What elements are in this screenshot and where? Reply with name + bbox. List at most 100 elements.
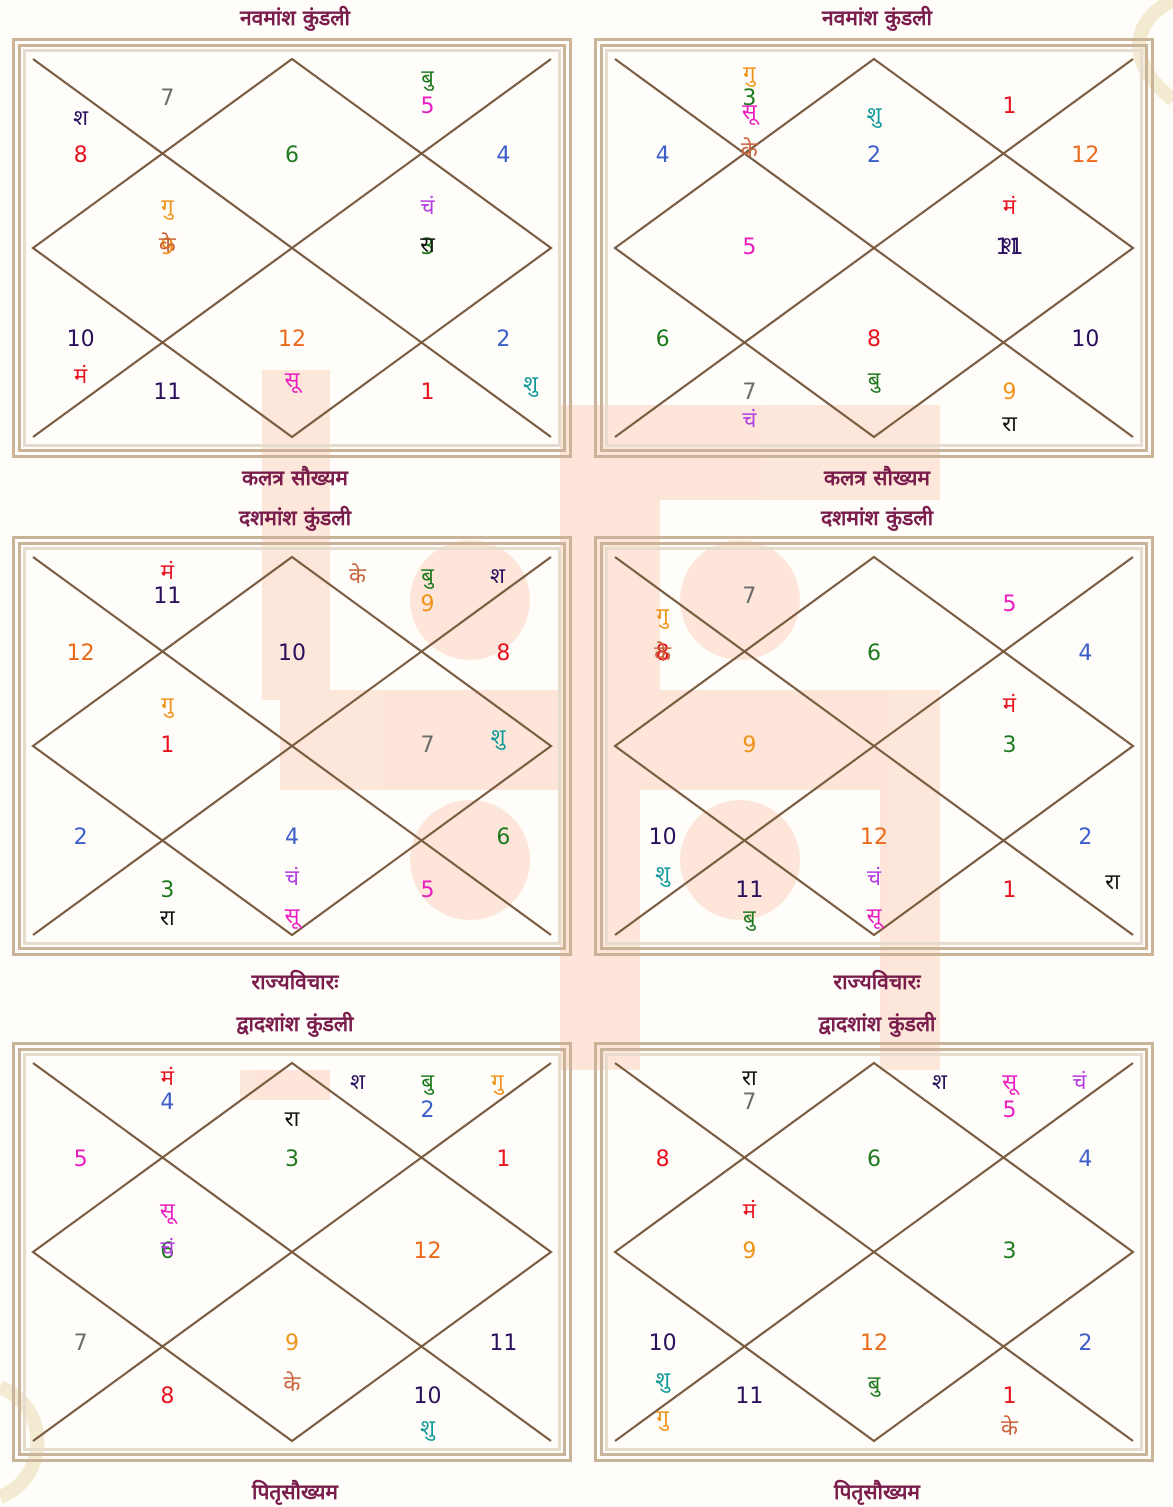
house-number: 9 [742, 733, 757, 758]
house-number: 4 [1078, 1146, 1093, 1172]
planet-label: चं [420, 194, 435, 220]
planet-label: चं [742, 407, 757, 433]
house-number: 12 [860, 1331, 888, 1357]
planet-label: सू [741, 100, 757, 126]
house-number: 2 [1078, 1331, 1093, 1357]
house-number: 4 [655, 142, 670, 168]
planet-label: शु [655, 861, 671, 887]
chart-lines [31, 555, 553, 937]
planet-label: के [158, 232, 176, 258]
house-number: 11 [153, 584, 182, 610]
house-number: 7 [73, 1331, 88, 1357]
house-number: 12 [413, 1239, 442, 1264]
planet-label: के [740, 138, 758, 164]
planet-label: श [350, 1070, 365, 1096]
planet-label: चं [1072, 1070, 1087, 1096]
planet-label: श [490, 564, 505, 590]
footer-left-r1: कलत्र सौख्यम [242, 466, 348, 490]
planet-label: रा [741, 1066, 757, 1092]
center-diamond [613, 57, 1135, 439]
house-number: 12 [860, 825, 888, 851]
center-diamond [31, 1061, 553, 1443]
chart-lines [613, 555, 1135, 937]
title-left-r2: दशमांश कुंडली [238, 506, 352, 530]
planet-label: के [349, 564, 366, 590]
planet-label: सू [284, 367, 300, 393]
planet-label: शु [522, 371, 538, 397]
diagonal-anti [614, 556, 1134, 936]
title-right-r3: द्वादशांश कुंडली [818, 1012, 936, 1036]
house-number: 9 [420, 592, 435, 618]
house-number: 11 [735, 877, 764, 903]
planet-label: चं [867, 865, 881, 891]
planet-label: श [932, 1070, 947, 1096]
house-number: 10 [413, 1383, 442, 1409]
planet-label: के [283, 1371, 301, 1397]
planet-label: चं [285, 865, 299, 891]
footer-left-r3: पितृसौख्यम [252, 1480, 338, 1504]
planet-label: शु [866, 102, 882, 128]
house-number: 7 [420, 733, 435, 758]
house-number: 4 [285, 825, 299, 851]
center-diamond [31, 555, 553, 937]
planet-label: के [1001, 1415, 1018, 1441]
diagonal-anti [32, 556, 552, 936]
house-number: 8 [655, 1146, 670, 1172]
title-left-r1: नवमांश कुंडली [240, 6, 350, 30]
planet-label: सू [866, 903, 882, 929]
house-number: 11 [735, 1383, 764, 1409]
planet-label: मं [160, 1066, 174, 1092]
chart-lines [31, 1061, 553, 1443]
planet-label: रा [420, 232, 435, 258]
house-number: 2 [496, 327, 511, 353]
planet-label: बु [421, 564, 434, 590]
center-diamond [613, 555, 1135, 937]
planet-label: मं [74, 363, 88, 389]
house-number: 1 [420, 379, 435, 405]
house-number: 11 [153, 379, 182, 405]
house-number: 2 [73, 825, 88, 851]
house-number: 6 [867, 640, 881, 666]
house-number: 1 [496, 1146, 511, 1172]
house-number: 10 [278, 640, 306, 666]
house-number: 1 [1002, 877, 1017, 903]
house-number: 9 [742, 1239, 757, 1264]
house-number: 7 [160, 86, 175, 112]
house-number: 12 [66, 640, 95, 666]
house-number: 10 [648, 825, 677, 851]
house-number: 10 [66, 327, 95, 353]
chart-lines [613, 57, 1135, 439]
planet-label: मं [1002, 692, 1017, 718]
diagonal-anti [32, 58, 552, 438]
house-number: 3 [285, 1146, 299, 1172]
house-number: 12 [278, 327, 306, 353]
title-left-r3: द्वादशांश कुंडली [236, 1012, 354, 1036]
planet-label: बु [867, 367, 881, 393]
house-number: 9 [285, 1331, 299, 1357]
planet-label: श [73, 106, 89, 132]
house-number: 11 [995, 235, 1024, 260]
planet-label: गु [161, 194, 174, 220]
planet-label: रा [1105, 869, 1120, 895]
planet-label: शु [490, 724, 506, 750]
center-diamond [31, 57, 553, 439]
house-number: 8 [867, 327, 881, 353]
house-number: 5 [420, 94, 435, 120]
house-number: 2 [420, 1098, 435, 1124]
planet-label: बु [421, 66, 434, 92]
footer-right-r1: कलत्र सौख्यम [824, 466, 930, 490]
diagonal-anti [32, 1062, 552, 1442]
house-number: 4 [1078, 640, 1093, 666]
house-number: 6 [655, 327, 670, 353]
house-number: 8 [496, 640, 511, 666]
house-number: 5 [742, 235, 757, 260]
planet-label: सू [159, 1198, 175, 1224]
house-number: 9 [1002, 379, 1017, 405]
title-right-r2: दशमांश कुंडली [820, 506, 934, 530]
house-number: 3 [160, 877, 175, 903]
house-number: 1 [1002, 94, 1017, 120]
house-number: 6 [867, 1146, 881, 1172]
